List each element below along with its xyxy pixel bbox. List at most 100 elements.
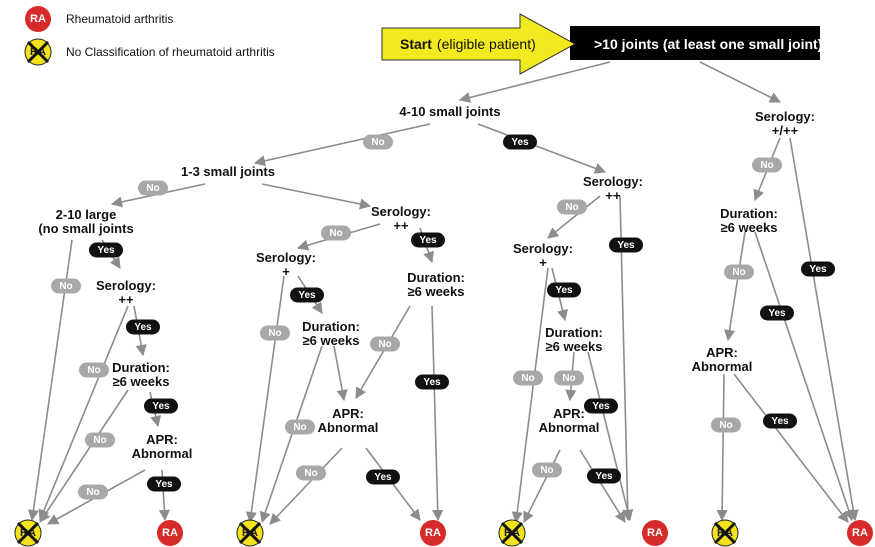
- pill-text: Yes: [152, 401, 170, 412]
- node-aprA: APR:Abnormal: [132, 432, 193, 461]
- node-durB2-line-2: ≥6 weeks: [302, 333, 359, 348]
- node-aprD-line-1: APR:: [706, 345, 738, 360]
- node-serC2-line-2: +: [539, 255, 547, 270]
- criterion-bar: [570, 26, 820, 60]
- pill-text: No: [146, 183, 159, 194]
- no-label: No: [51, 278, 81, 294]
- nodes: 4-10 small joints 1-3 small joints 2-10 la…: [38, 104, 815, 461]
- outcome-text: RA: [425, 527, 441, 539]
- pill-shape: [760, 305, 794, 321]
- node-durB2: Duration:≥6 weeks: [302, 319, 360, 348]
- edge-36: [754, 231, 855, 522]
- pill-shape: [724, 264, 754, 280]
- node-durA-line-2: ≥6 weeks: [112, 374, 169, 389]
- pill-text: Yes: [595, 471, 613, 482]
- outcome-no-ra-icon: RA: [711, 519, 739, 547]
- no-label: No: [752, 157, 782, 173]
- yes-label: Yes: [415, 374, 449, 390]
- node-serB2-line-2: +: [282, 264, 290, 279]
- yes-label: Yes: [503, 134, 537, 150]
- node-durD-line-1: Duration:: [720, 206, 778, 221]
- yes-label: Yes: [584, 398, 618, 414]
- pill-shape: [752, 157, 782, 173]
- edge-2: [699, 61, 782, 103]
- node-serD-line-2: +/++: [772, 123, 799, 138]
- pill-text: Yes: [768, 308, 786, 319]
- pill-shape: [370, 336, 400, 352]
- pill-shape: [285, 419, 315, 435]
- node-durB: Duration:≥6 weeks: [407, 270, 465, 299]
- pill-shape: [587, 468, 621, 484]
- edge-9: [38, 305, 129, 522]
- node-durA-line-1: Duration:: [112, 360, 170, 375]
- no-label: No: [554, 370, 584, 386]
- pill-text: Yes: [809, 264, 827, 275]
- yes-label: Yes: [366, 469, 400, 485]
- node-n1_3: 1-3 small joints: [181, 164, 275, 179]
- pill-shape: [584, 398, 618, 414]
- no-label: No: [78, 484, 108, 500]
- edge-6: [261, 183, 372, 210]
- pill-text: Yes: [97, 245, 115, 256]
- no-label: No: [532, 462, 562, 478]
- pill-shape: [144, 398, 178, 414]
- yes-label: Yes: [587, 468, 621, 484]
- pill-text: Yes: [555, 285, 573, 296]
- yes-label: Yes: [147, 476, 181, 492]
- pill-shape: [126, 319, 160, 335]
- node-durB-line-1: Duration:: [407, 270, 465, 285]
- no-label: No: [557, 199, 587, 215]
- pill-text: No: [329, 228, 342, 239]
- node-n2_10: 2-10 large(no small joints: [38, 207, 133, 236]
- node-serA: Serology:++: [96, 278, 156, 307]
- pill-text: Yes: [617, 240, 635, 251]
- node-n4_10-line-1: 4-10 small joints: [399, 104, 500, 119]
- pill-text: Yes: [511, 137, 529, 148]
- pill-text: No: [87, 365, 100, 376]
- node-serB-line-2: ++: [393, 218, 409, 233]
- node-serD: Serology:+/++: [755, 109, 815, 138]
- outcome-ra-icon: RA: [642, 520, 668, 546]
- outcome-no-ra-icon: RA: [498, 519, 526, 547]
- no-label: No: [138, 180, 168, 196]
- node-n4_10: 4-10 small joints: [399, 104, 500, 119]
- no-label: No: [85, 432, 115, 448]
- node-durC-line-1: Duration:: [545, 325, 603, 340]
- edge-22: [431, 305, 444, 522]
- pill-shape: [557, 199, 587, 215]
- node-durB-line-2: ≥6 weeks: [407, 284, 464, 299]
- node-serD-line-1: Serology:: [755, 109, 815, 124]
- no-label: No: [321, 225, 351, 241]
- node-aprB: APR:Abnormal: [318, 406, 379, 435]
- pill-shape: [547, 282, 581, 298]
- outcomes: RARARARARARARARA: [14, 519, 873, 547]
- node-durA: Duration:≥6 weeks: [112, 360, 170, 389]
- pill-text: No: [732, 267, 745, 278]
- start-banner: Start(eligible patient) >10 joints (at l…: [381, 13, 822, 75]
- node-aprD-line-2: Abnormal: [692, 359, 753, 374]
- edge-38: [733, 373, 849, 523]
- node-serC-line-2: ++: [605, 188, 621, 203]
- edge-20: [333, 345, 348, 402]
- node-serB2: Serology:+: [256, 250, 316, 279]
- yes-label: Yes: [801, 261, 835, 277]
- pill-shape: [147, 476, 181, 492]
- node-durD-line-2: ≥6 weeks: [720, 220, 777, 235]
- pill-shape: [609, 237, 643, 253]
- edge-31: [523, 449, 561, 524]
- pill-text: No: [565, 202, 578, 213]
- pill-text: Yes: [423, 377, 441, 388]
- pill-shape: [711, 417, 741, 433]
- edge-1: [458, 61, 611, 103]
- node-serB: Serology:++: [371, 204, 431, 233]
- yes-label: Yes: [609, 237, 643, 253]
- no-label: No: [363, 134, 393, 150]
- svg-text:RA: RA: [30, 13, 46, 25]
- node-serB-line-1: Serology:: [371, 204, 431, 219]
- pill-text: No: [719, 420, 732, 431]
- pill-shape: [415, 374, 449, 390]
- node-aprA-line-2: Abnormal: [132, 446, 193, 461]
- node-serC: Serology:++: [583, 174, 643, 203]
- pill-text: No: [86, 487, 99, 498]
